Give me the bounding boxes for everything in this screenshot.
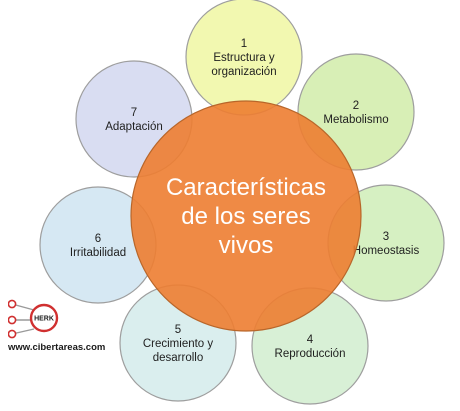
characteristic-label: Irritabilidad xyxy=(70,247,126,259)
characteristic-label: Reproducción xyxy=(275,348,346,360)
cibertareas-watermark: HERK www.cibertareas.com xyxy=(7,294,128,364)
center-title-line: de los seres xyxy=(181,203,310,230)
characteristic-label: Adaptación xyxy=(105,121,163,133)
characteristic-number: 5 xyxy=(175,324,181,336)
characteristic-number: 4 xyxy=(307,334,314,346)
characteristic-number: 7 xyxy=(131,107,137,119)
characteristic-label: Metabolismo xyxy=(323,114,388,126)
logo-text: HERK xyxy=(34,316,54,323)
center-title-line: vivos xyxy=(219,232,274,259)
watermark-url: www.cibertareas.com xyxy=(8,342,106,353)
characteristic-label: Homeostasis xyxy=(353,245,420,257)
center-circle xyxy=(130,100,362,332)
characteristic-number: 3 xyxy=(383,231,389,243)
characteristic-label: Crecimiento y xyxy=(143,338,214,350)
characteristic-label: Estructura y xyxy=(213,52,275,64)
characteristic-number: 2 xyxy=(353,100,359,112)
characteristic-number: 1 xyxy=(241,38,247,50)
center-title-line: Características xyxy=(166,174,326,201)
herk-logo-icon: HERK xyxy=(7,299,59,339)
characteristic-label: organización xyxy=(211,66,276,78)
characteristic-label: desarrollo xyxy=(153,352,204,364)
characteristic-number: 6 xyxy=(95,233,101,245)
